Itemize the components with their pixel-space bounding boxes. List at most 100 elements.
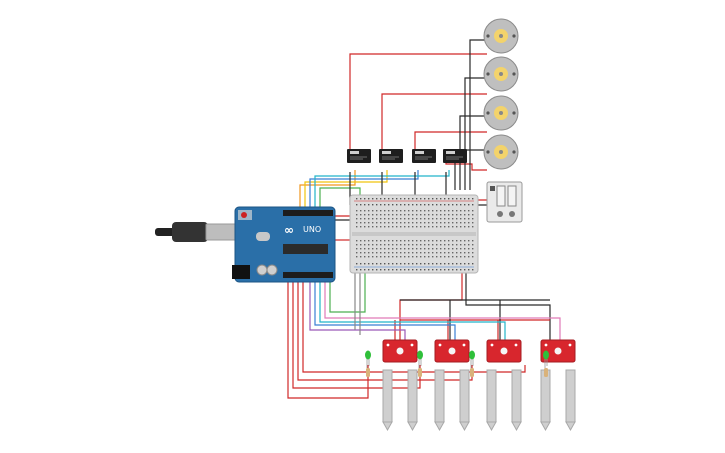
breadboard-hole (364, 240, 366, 242)
breadboard-hole (388, 198, 390, 200)
breadboard-hole (448, 269, 450, 271)
breadboard-hole (392, 218, 394, 220)
breadboard-hole (356, 214, 358, 216)
breadboard-hole (396, 210, 398, 212)
breadboard-hole (404, 198, 406, 200)
breadboard-hole (400, 204, 402, 206)
breadboard-hole (468, 269, 470, 271)
breadboard-hole (368, 252, 370, 254)
breadboard-hole (456, 226, 458, 228)
breadboard-hole (356, 226, 358, 228)
led (469, 350, 475, 368)
breadboard-hole (416, 198, 418, 200)
breadboard-hole (428, 204, 430, 206)
breadboard-hole (440, 210, 442, 212)
breadboard-hole (372, 240, 374, 242)
breadboard-hole (448, 214, 450, 216)
breadboard-hole (360, 244, 362, 246)
breadboard-hole (460, 214, 462, 216)
breadboard-hole (424, 244, 426, 246)
breadboard-hole (368, 210, 370, 212)
breadboard-hole (468, 214, 470, 216)
breadboard-hole (468, 248, 470, 250)
breadboard-hole (372, 269, 374, 271)
motors (483, 18, 519, 170)
breadboard-hole (400, 210, 402, 212)
breadboard-hole (368, 204, 370, 206)
breadboard-hole (464, 263, 466, 265)
breadboard-hole (424, 263, 426, 265)
breadboard-hole (364, 244, 366, 246)
breadboard-hole (448, 244, 450, 246)
breadboard-hole (464, 240, 466, 242)
breadboard-hole (436, 269, 438, 271)
breadboard-hole (380, 263, 382, 265)
breadboard-hole (468, 252, 470, 254)
breadboard-hole (356, 252, 358, 254)
breadboard-hole (388, 252, 390, 254)
breadboard-hole (460, 218, 462, 220)
breadboard-hole (472, 244, 474, 246)
breadboard-hole (384, 226, 386, 228)
breadboard-hole (392, 210, 394, 212)
breadboard-hole (468, 218, 470, 220)
breadboard-hole (416, 222, 418, 224)
breadboard-hole (468, 198, 470, 200)
breadboard-hole (464, 214, 466, 216)
breadboard-hole (396, 269, 398, 271)
breadboard-hole (384, 204, 386, 206)
breadboard-hole (436, 263, 438, 265)
breadboard-hole (460, 269, 462, 271)
breadboard-hole (472, 269, 474, 271)
breadboard-hole (468, 240, 470, 242)
breadboard-hole (384, 269, 386, 271)
breadboard-hole (396, 263, 398, 265)
breadboard-hole (404, 218, 406, 220)
breadboard-hole (392, 244, 394, 246)
breadboard-hole (452, 248, 454, 250)
breadboard-hole (436, 204, 438, 206)
breadboard-hole (424, 256, 426, 258)
breadboard-hole (436, 226, 438, 228)
breadboard-hole (404, 248, 406, 250)
breadboard-hole (368, 222, 370, 224)
breadboard-hole (432, 240, 434, 242)
breadboard-hole (412, 204, 414, 206)
breadboard-hole (448, 222, 450, 224)
breadboard-hole (424, 240, 426, 242)
breadboard-hole (428, 218, 430, 220)
breadboard-hole (460, 210, 462, 212)
breadboard-hole (384, 210, 386, 212)
breadboard-hole (360, 222, 362, 224)
breadboard-hole (420, 226, 422, 228)
breadboard-hole (380, 240, 382, 242)
breadboard-hole (424, 222, 426, 224)
breadboard-hole (360, 226, 362, 228)
breadboard-hole (444, 244, 446, 246)
breadboard-hole (364, 214, 366, 216)
breadboard-hole (400, 222, 402, 224)
breadboard-hole (420, 204, 422, 206)
breadboard-hole (432, 252, 434, 254)
breadboard-hole (428, 210, 430, 212)
breadboard-hole (388, 269, 390, 271)
breadboard-hole (408, 248, 410, 250)
breadboard-hole (372, 244, 374, 246)
breadboard-hole (368, 269, 370, 271)
breadboard-hole (464, 252, 466, 254)
breadboard-hole (416, 218, 418, 220)
breadboard-hole (444, 248, 446, 250)
breadboard-hole (452, 226, 454, 228)
breadboard-hole (396, 244, 398, 246)
breadboard-hole (396, 252, 398, 254)
breadboard-hole (452, 269, 454, 271)
breadboard-hole (424, 269, 426, 271)
breadboard-hole (408, 198, 410, 200)
breadboard-hole (416, 210, 418, 212)
breadboard-hole (396, 240, 398, 242)
breadboard-hole (380, 218, 382, 220)
arduino-uno-board: ∞ UNO (232, 206, 336, 283)
breadboard-hole (400, 256, 402, 258)
breadboard-hole (456, 214, 458, 216)
soil-moisture-sensor (365, 339, 418, 432)
